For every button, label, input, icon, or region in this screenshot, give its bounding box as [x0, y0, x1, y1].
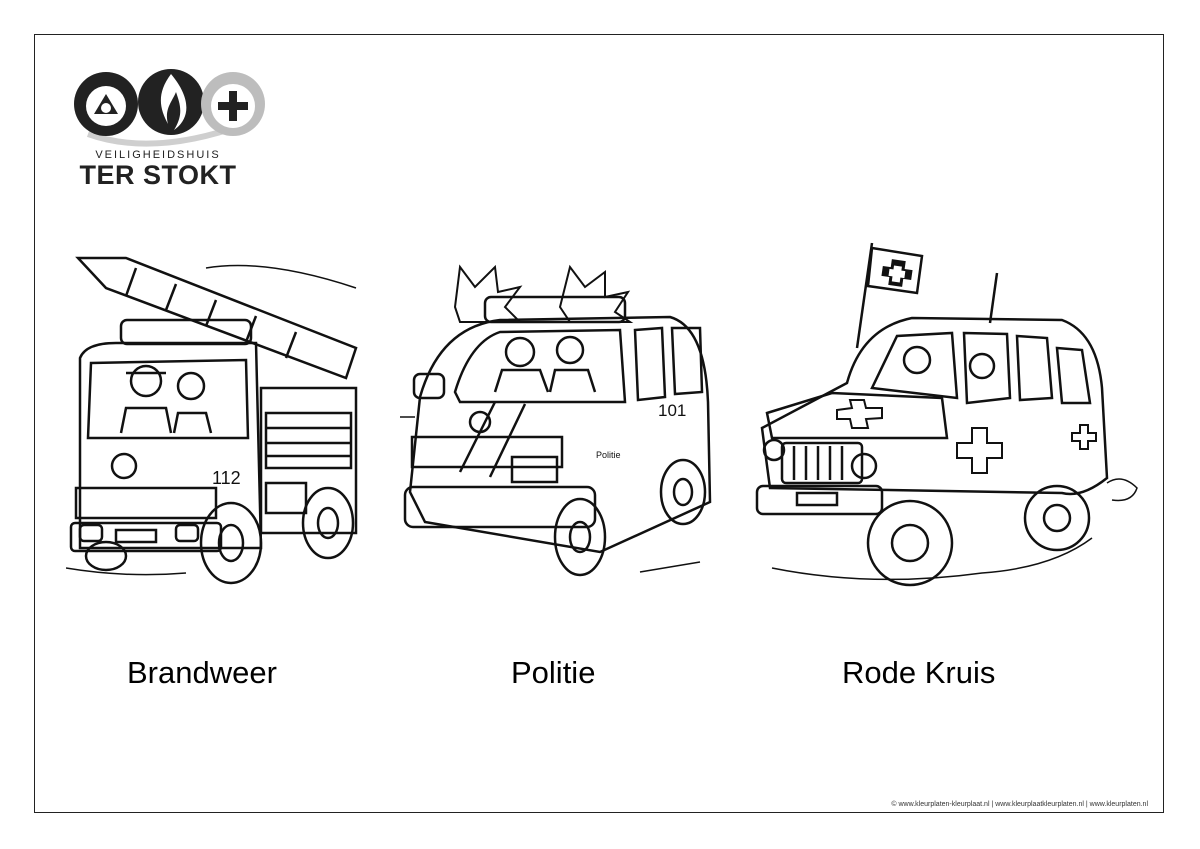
ambulance-jeep-icon	[755, 242, 1138, 587]
cross-icon	[201, 72, 265, 136]
label-rode-kruis: Rode Kruis	[842, 655, 996, 690]
fire-truck-illustration: 112	[66, 248, 366, 588]
logo-title: TER STOKT	[79, 160, 237, 190]
police-van-number: 101	[658, 401, 687, 420]
label-politie: Politie	[511, 655, 596, 690]
ambulance-jeep-illustration	[752, 238, 1142, 593]
fire-truck-number: 112	[212, 468, 241, 488]
police-van-badge: Politie	[596, 450, 621, 460]
fire-service-emblem-icon	[74, 72, 138, 136]
logo-subtitle: VEILIGHEIDSHUIS	[95, 149, 221, 161]
police-van-icon	[400, 264, 712, 577]
flame-icon	[138, 69, 204, 135]
police-van-illustration: 101 Politie	[400, 262, 720, 587]
copyright-notice: © www.kleurplaten-kleurplaat.nl | www.kl…	[891, 801, 1148, 808]
label-brandweer: Brandweer	[127, 655, 277, 690]
logo: VEILIGHEIDSHUIS TER STOKT	[68, 64, 273, 190]
fire-truck-icon	[66, 256, 358, 585]
logo-circles	[74, 69, 265, 147]
page-frame	[34, 34, 1164, 813]
